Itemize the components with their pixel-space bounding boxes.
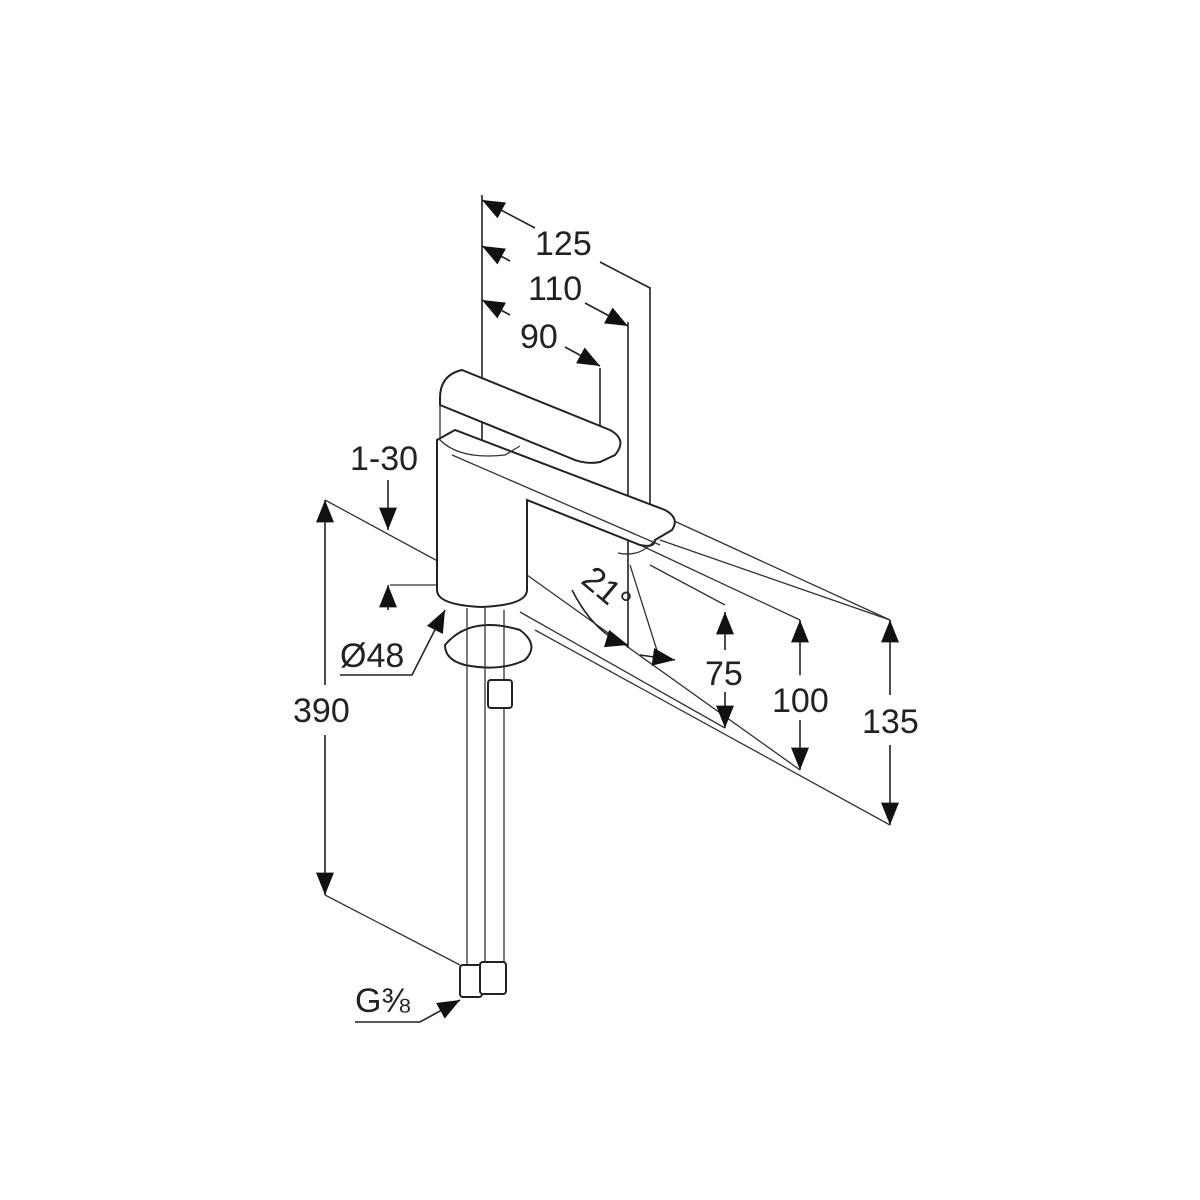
thread-label: G⅜ xyxy=(355,982,410,1020)
height-dimensions: 75 100 135 390 1-30 xyxy=(293,440,919,895)
dim-135-label: 135 xyxy=(862,703,919,741)
dim-390-label: 390 xyxy=(293,692,350,730)
dim-75-label: 75 xyxy=(705,655,743,693)
leaders: Ø48 G⅜ xyxy=(340,609,461,1023)
diameter-label: Ø48 xyxy=(340,637,404,675)
dim-90-label: 90 xyxy=(520,318,558,356)
extension-lines xyxy=(324,499,891,966)
dim-125-label: 125 xyxy=(535,225,592,263)
mounting-hoses xyxy=(443,608,533,998)
dim-110-label: 110 xyxy=(528,270,582,308)
angle-dimension: 21° xyxy=(571,559,676,666)
dim-100-label: 100 xyxy=(772,682,829,720)
reach-dimensions: 125 110 90 xyxy=(481,195,651,648)
faucet-body xyxy=(436,368,676,609)
dim-1-30-label: 1-30 xyxy=(350,440,418,478)
